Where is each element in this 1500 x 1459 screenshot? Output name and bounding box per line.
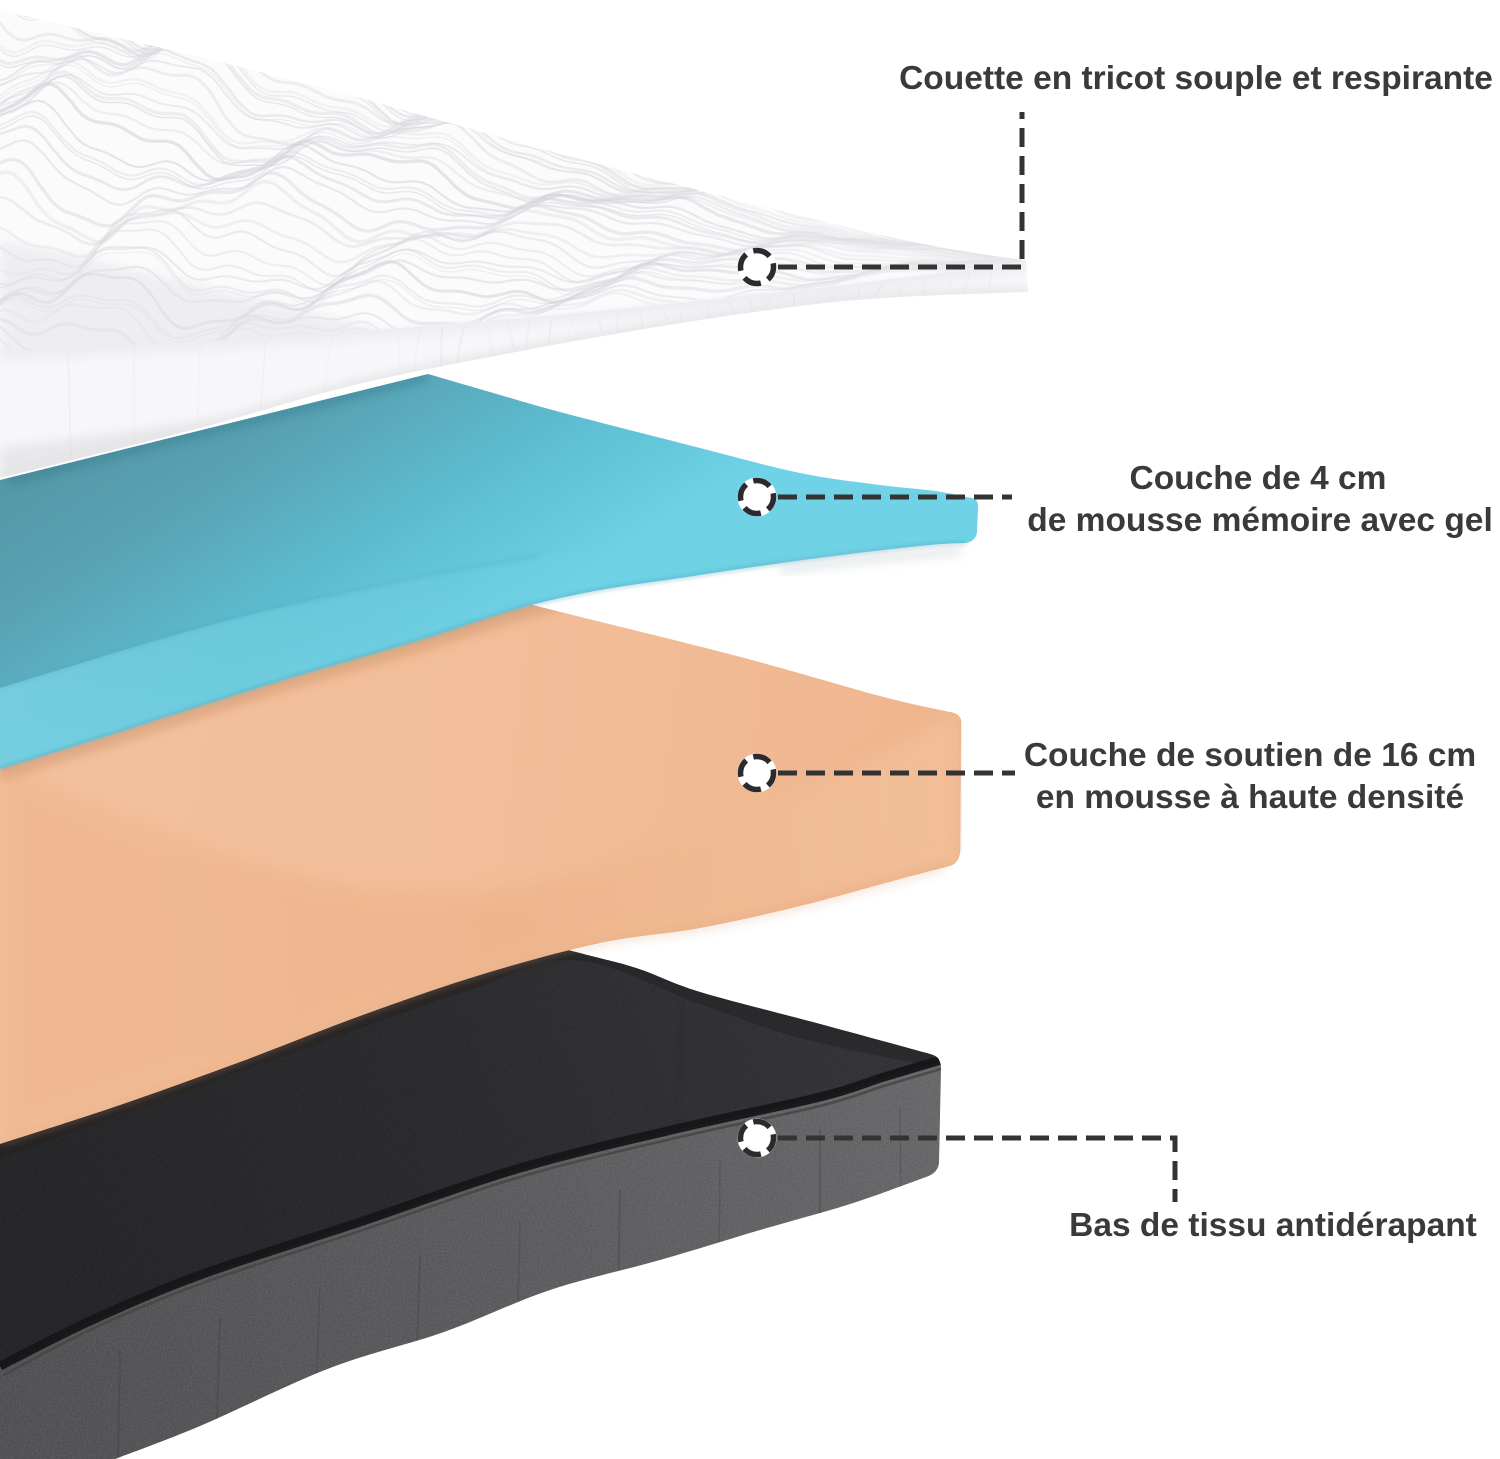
svg-text:Couche de soutien de 16 cm: Couche de soutien de 16 cm (1024, 737, 1476, 774)
svg-text:en mousse à haute densité: en mousse à haute densité (1036, 779, 1464, 816)
svg-text:Couette en tricot souple et re: Couette en tricot souple et respirante (899, 60, 1493, 97)
svg-text:Bas de tissu antidérapant: Bas de tissu antidérapant (1069, 1207, 1477, 1244)
svg-text:de mousse mémoire avec gel: de mousse mémoire avec gel (1027, 502, 1493, 539)
svg-text:Couche de 4 cm: Couche de 4 cm (1130, 460, 1387, 497)
